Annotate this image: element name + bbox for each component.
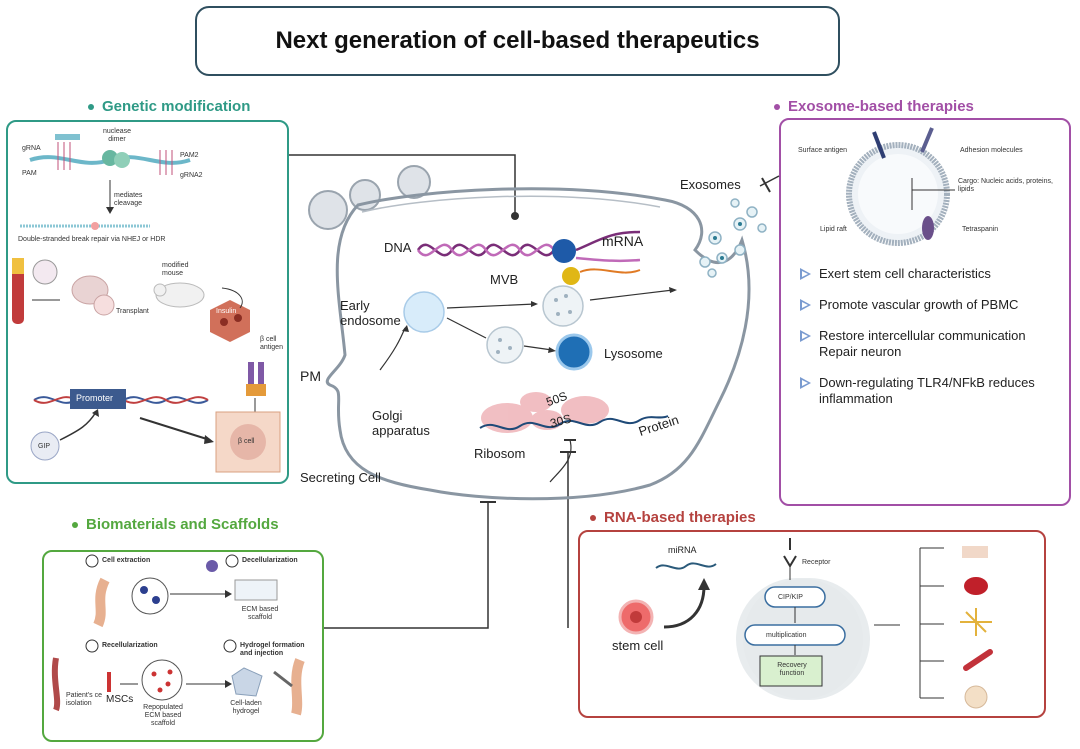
exosome-panel: [779, 118, 1071, 506]
step1-label: Cell extraction: [102, 557, 151, 564]
early-endosome-icon: [403, 291, 445, 333]
beta-cell-label: β cell: [238, 438, 255, 445]
mvb-icon: [542, 285, 584, 327]
lipid-raft-label: Lipid raft: [820, 226, 847, 233]
cipkip-label: CIP/KIP: [778, 594, 803, 601]
gip-label: GIP: [38, 443, 51, 450]
golgi-label: Golgi apparatus: [372, 408, 430, 438]
section-genetic-heading: Genetic modification: [88, 98, 250, 115]
cargo-label: Cargo: Nucleic acids, proteins, lipids: [958, 178, 1053, 193]
section-genetic-label: Genetic modification: [102, 98, 251, 115]
surface-antigen-label: Surface antigen: [798, 147, 848, 154]
grna-label: gRNA: [22, 145, 41, 152]
bullet-icon: [590, 514, 596, 521]
mediates-label: mediates cleavage: [114, 192, 143, 207]
step3-label: Recellularization: [102, 642, 158, 649]
ecm-label: ECM based scaffold: [241, 606, 279, 621]
receptor-label: Receptor: [802, 559, 831, 566]
exosomes-label: Exosomes: [680, 177, 741, 192]
recovery-label: Recovery function: [777, 662, 807, 677]
insulin-label: Insulin: [216, 308, 237, 315]
main-title: Next generation of cell-based therapeuti…: [195, 6, 840, 76]
ribosome-icon: [481, 392, 609, 433]
lysosome-icon: [555, 333, 593, 371]
list-item: Restore intercellular communication Repa…: [800, 328, 1062, 360]
triangle-bullet-icon: [800, 299, 811, 311]
section-bio-heading: Biomaterials and Scaffolds: [72, 516, 279, 533]
step4-label: Hydrogel formation and injection: [240, 642, 305, 657]
secreting-cell-label: Secreting Cell: [300, 470, 381, 485]
mvb-small-icon: [486, 326, 524, 364]
promoter-label: Promoter: [76, 393, 114, 403]
patients-label: Patient's ce isolation: [66, 692, 102, 707]
connector-dot-icon: [511, 212, 519, 220]
adhesion-label: Adhesion molecules: [960, 147, 1023, 154]
nuclease-label: nuclease dimer: [102, 128, 132, 143]
list-item: Promote vascular growth of PBMC: [800, 297, 1062, 313]
ribosom-label: Ribosom: [474, 446, 526, 461]
step2-label: Decellularization: [242, 557, 298, 564]
multiplication-label: multiplication: [766, 632, 807, 639]
dsb-label: Double-stranded break repair via NHEJ or…: [18, 236, 166, 243]
exosome-bubbles: [699, 198, 767, 278]
protein-chain: [479, 415, 669, 431]
rna-workflow: [618, 538, 993, 709]
bullet-icon: [774, 103, 780, 110]
section-rna-label: RNA-based therapies: [604, 509, 756, 526]
dna-helix: [416, 243, 556, 257]
mouse-workflow: [12, 258, 281, 473]
stem-cell-label: stem cell: [612, 638, 664, 653]
modified-mouse-label: modified mouse: [162, 262, 189, 277]
mrna-label: mRNA: [602, 233, 644, 249]
section-exosome-label: Exosome-based therapies: [788, 98, 974, 115]
early-endosome-label: Early endosome: [340, 298, 401, 328]
tetraspanin-label: Tetraspanin: [962, 226, 999, 233]
crispr-diagram: [20, 134, 191, 230]
section-rna-heading: RNA-based therapies: [590, 509, 756, 526]
pam2-label: PAM2: [180, 152, 199, 159]
scaffold-workflow: [51, 554, 305, 716]
pam-label: PAM: [22, 170, 37, 177]
grna2-label: gRNA2: [180, 172, 203, 179]
ribosome-subunit-icon: [562, 267, 580, 285]
genetic-panel: [6, 120, 289, 484]
rna-polymerase-icon: [552, 239, 576, 263]
list-item: Down-regulating TLR4/NFkB reduces inflam…: [800, 375, 1062, 407]
bio-connector-line: [324, 502, 489, 629]
repopulated-label: Repopulated ECM based scaffold: [143, 704, 183, 727]
bio-panel: [42, 550, 324, 742]
section-exosome-heading: Exosome-based therapies: [774, 98, 974, 115]
exosome-benefits-list: Exert stem cell characteristics Promote …: [800, 266, 1062, 407]
bullet-icon: [88, 103, 94, 110]
transplant-label: Transplant: [116, 308, 149, 315]
cell-membrane: [325, 187, 751, 501]
genetic-connector-line: [289, 154, 516, 215]
mvb-label: MVB: [490, 272, 519, 287]
triangle-bullet-icon: [800, 268, 811, 280]
exosome-structure: [846, 127, 955, 246]
beta-antigen-label: β cell antigen: [260, 336, 283, 351]
pm-label: PM: [300, 368, 321, 384]
dna-label: DNA: [384, 240, 412, 255]
list-item: Exert stem cell characteristics: [800, 266, 1062, 282]
mirna-label: miRNA: [668, 545, 697, 555]
free-vesicles: [308, 165, 431, 230]
lysosome-label: Lysosome: [604, 346, 663, 361]
triangle-bullet-icon: [800, 377, 811, 389]
bullet-icon: [72, 521, 78, 528]
rna-panel: [578, 530, 1046, 718]
triangle-bullet-icon: [800, 330, 811, 342]
hydrogel-label: Cell-laden hydrogel: [230, 700, 262, 715]
mscs-label: MSCs: [106, 694, 134, 705]
exosome-connector-line: [759, 175, 780, 187]
section-bio-label: Biomaterials and Scaffolds: [86, 516, 279, 533]
